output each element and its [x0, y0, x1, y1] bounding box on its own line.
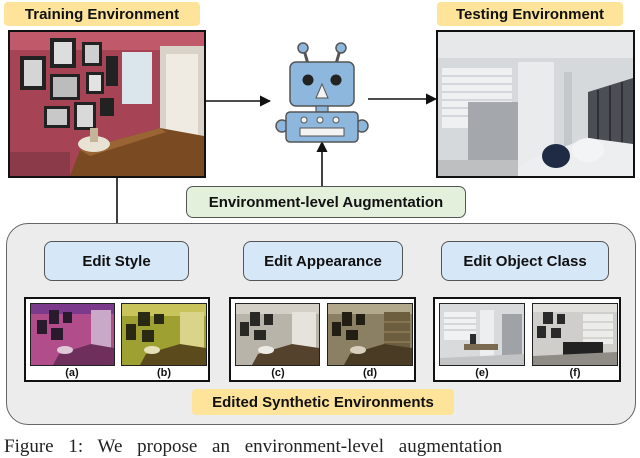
label-c: (c) — [271, 367, 285, 379]
training-env-image — [8, 30, 206, 178]
testing-env-image — [436, 30, 635, 178]
image-b — [121, 303, 207, 366]
figure-caption: Figure 1: We propose an environment-leve… — [4, 436, 503, 457]
appearance-image-pair: (c) (d) — [229, 297, 416, 382]
training-env-label: Training Environment — [4, 2, 200, 26]
label-e: (e) — [475, 367, 489, 379]
edited-environments-label: Edited Synthetic Environments — [192, 389, 454, 415]
object-class-image-pair: (e) (f) — [433, 297, 621, 382]
image-e — [439, 303, 525, 366]
image-d — [327, 303, 413, 366]
image-f — [532, 303, 618, 366]
image-c — [235, 303, 320, 366]
edit-appearance-box: Edit Appearance — [243, 241, 403, 281]
label-d: (d) — [362, 367, 378, 379]
label-a: (a) — [65, 367, 79, 379]
environment-augmentation-box: Environment-level Augmentation — [186, 186, 466, 218]
image-a — [30, 303, 115, 366]
robot-icon — [275, 42, 369, 143]
label-f: (f) — [569, 367, 581, 379]
edit-style-box: Edit Style — [44, 241, 189, 281]
label-b: (b) — [156, 367, 172, 379]
style-image-pair: (a) (b) — [24, 297, 210, 382]
testing-env-label: Testing Environment — [437, 2, 623, 26]
edit-object-class-box: Edit Object Class — [441, 241, 609, 281]
